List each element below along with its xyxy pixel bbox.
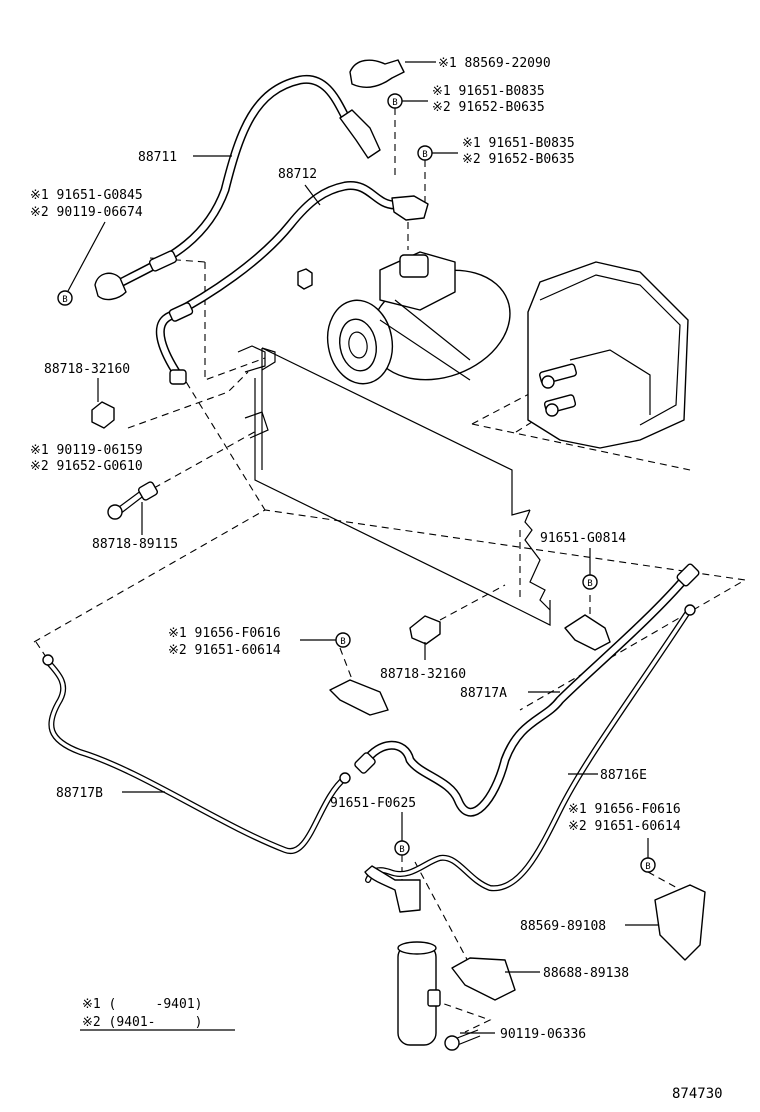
label-88716E: 88716E <box>600 768 647 783</box>
part-labels: 88711 88712 ※1 88569-22090 ※1 91651-B083… <box>30 56 681 1042</box>
label-bolt-b-2: ※2 91652-B0635 <box>462 152 575 167</box>
svg-text:B: B <box>399 845 404 855</box>
bracket-88688-89138 <box>451 957 516 1001</box>
pipe-88716E <box>365 604 696 892</box>
svg-text:B: B <box>645 862 650 872</box>
pipe-88717A <box>354 563 700 817</box>
condenser-frame <box>237 345 551 626</box>
clamp-88718-32160-top <box>91 401 115 429</box>
svg-text:B: B <box>340 637 345 647</box>
compressor <box>297 251 511 385</box>
receiver-dryer <box>364 865 441 1046</box>
bolt-marker-f0625: B <box>394 840 410 856</box>
label-bolt-f-1: ※1 91656-F0616 <box>568 802 681 817</box>
label-bolt-f0625: 91651-F0625 <box>330 796 416 811</box>
label-bolt-06336: 90119-06336 <box>500 1027 586 1042</box>
bolt-marker-g0814: B <box>582 574 598 590</box>
label-clamp-32160-b: 88718-32160 <box>380 667 466 682</box>
pipe-88717B <box>42 654 351 855</box>
legend-row-1: ※1 ( -9401) <box>82 997 202 1012</box>
bracket-88569-89108 <box>654 884 706 961</box>
label-88712: 88712 <box>278 167 317 182</box>
bolt-marker-c: B <box>57 290 73 306</box>
label-collar: 88718-89115 <box>92 537 178 552</box>
bolt-marker-e: B <box>335 632 351 648</box>
svg-text:B: B <box>587 579 592 589</box>
clamp-91656-F0616 <box>329 679 389 716</box>
label-bolt-e-1: ※1 91656-F0616 <box>168 626 281 641</box>
label-clamp-top: ※1 88569-22090 <box>438 56 551 71</box>
collar-88718-89115 <box>137 481 159 501</box>
label-88717B: 88717B <box>56 786 103 801</box>
bolt-90119-06336 <box>444 1029 481 1051</box>
label-bolt-a-1: ※1 91651-B0835 <box>432 84 545 99</box>
bolt-marker-f: B <box>640 857 656 873</box>
label-88717A: 88717A <box>460 686 507 701</box>
svg-text:B: B <box>392 98 397 108</box>
pipe-88711 <box>117 74 381 287</box>
label-bolt-c-2: ※2 90119-06674 <box>30 205 143 220</box>
label-clamp-32160-a: 88718-32160 <box>44 362 130 377</box>
svg-text:B: B <box>62 295 67 305</box>
clamp-88569-22090 <box>349 59 405 89</box>
label-bolt-c-1: ※1 91651-G0845 <box>30 188 143 203</box>
label-88711: 88711 <box>138 150 177 165</box>
bolt-marker-a: B <box>387 93 403 109</box>
legend: ※1 ( -9401) ※2 (9401- ) <box>80 997 235 1031</box>
label-bracket-89108: 88569-89108 <box>520 919 606 934</box>
label-bolt-a-2: ※2 91652-B0635 <box>432 100 545 115</box>
label-bolt-f-2: ※2 91651-60614 <box>568 819 681 834</box>
label-bolt-b-1: ※1 91651-B0835 <box>462 136 575 151</box>
leader-lines <box>67 61 658 1034</box>
clamp-91651-G0814 <box>564 614 611 651</box>
clamp-88718-32160-bottom <box>409 615 441 645</box>
evaporator-unit <box>527 261 689 449</box>
legend-row-2: ※2 (9401- ) <box>82 1015 202 1030</box>
clamp-bolt-c <box>94 272 127 301</box>
label-bracket-89138: 88688-89138 <box>543 966 629 981</box>
pipe-88712 <box>155 181 429 385</box>
label-bolt-g0814: 91651-G0814 <box>540 531 626 546</box>
assembly-guide-lines <box>33 108 747 1033</box>
label-bolt-d-2: ※2 91652-G0610 <box>30 459 143 474</box>
label-bolt-d-1: ※1 90119-06159 <box>30 443 143 458</box>
diagram-number: 874730 <box>672 1086 723 1102</box>
label-bolt-e-2: ※2 91651-60614 <box>168 643 281 658</box>
svg-text:B: B <box>422 150 427 160</box>
bolt-marker-b: B <box>417 145 433 161</box>
